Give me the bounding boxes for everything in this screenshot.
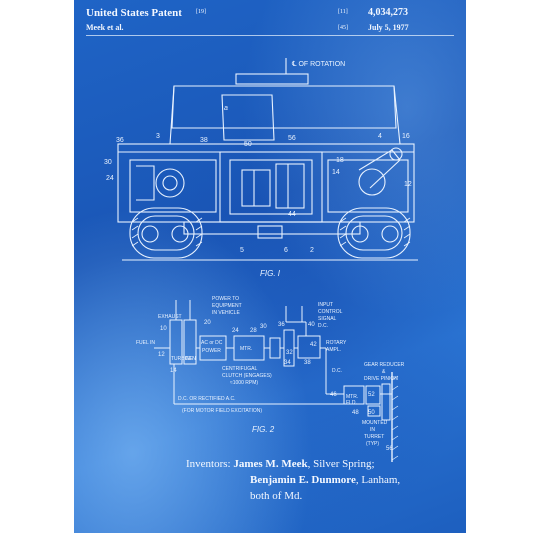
- fig2-clutch: CLUTCH (ENGAGES): [222, 373, 272, 379]
- fig2-in: IN: [370, 427, 375, 433]
- date-ref: [45]: [338, 25, 348, 31]
- fig2-drive-pinion: DRIVE PINION: [364, 376, 398, 382]
- fig2-control: CONTROL: [318, 309, 343, 315]
- fig1-caption: FIG. I: [260, 269, 281, 278]
- fig1-ref-a: a: [224, 105, 228, 112]
- fig2-ampl: AMPL.: [326, 347, 341, 353]
- fig1-ref-38: 38: [200, 137, 208, 144]
- fig1-ref-24: 24: [106, 175, 114, 182]
- fig2-gear-reducer: GEAR REDUCER: [364, 362, 405, 368]
- fig2-dc2: D.C.: [332, 368, 342, 374]
- fig2-in-vehicle: IN VEHICLE: [212, 310, 240, 316]
- fig2-rpm: ≈1000 RPM): [230, 380, 258, 386]
- inventors-label: Inventors:: [186, 458, 231, 470]
- inventor-2-location: , Lanham,: [355, 474, 401, 486]
- fig2-ref-38: 38: [304, 360, 311, 366]
- fig1-ref-30: 30: [104, 159, 112, 166]
- fig2-ref-36: 36: [278, 322, 285, 328]
- fig2-ref-20: 20: [204, 320, 211, 326]
- fig2-exhaust: EXHAUST: [158, 314, 182, 320]
- patent-date: July 5, 1977: [368, 23, 409, 32]
- fig2-gen: GEN: [185, 356, 196, 362]
- fig2-turret: TURRET: [364, 434, 384, 440]
- patent-author: Meek et al.: [86, 23, 124, 32]
- fig2-ref-50: 50: [368, 410, 375, 416]
- patent-ref: [11]: [338, 9, 348, 15]
- fig2-ref-40: 40: [308, 322, 315, 328]
- fig1-ref-12: 12: [404, 181, 412, 188]
- fig2-ref-24: 24: [232, 328, 239, 334]
- blueprint-sheet: United States Patent [19] [11] 4,034,273…: [74, 0, 466, 533]
- fig2-input: INPUT: [318, 302, 333, 308]
- fig2-ref-14: 14: [170, 368, 177, 374]
- fig2-ref-46: 46: [330, 392, 337, 398]
- fig2-fld: FLD.: [346, 400, 357, 406]
- fig1-ref-6: 6: [284, 247, 288, 254]
- patent-number: 4,034,273: [368, 7, 408, 18]
- fig2-acdc: AC or DC: [201, 340, 223, 346]
- inventors-state: both of Md.: [250, 490, 303, 502]
- header-rule: [86, 35, 454, 36]
- fig2-ref-56: 56: [386, 446, 393, 452]
- inventors-line-3: both of Md.: [250, 490, 302, 502]
- fig1-ref-4: 4: [378, 133, 382, 140]
- fig2-amp: &: [382, 369, 386, 375]
- inventor-1-location: , Silver Spring;: [307, 458, 375, 470]
- fig2-dc: D.C.: [318, 323, 328, 329]
- fig2-power: POWER: [202, 348, 221, 354]
- fig2-ref-52: 52: [368, 392, 375, 398]
- fig2-typ: (TYP): [366, 441, 379, 447]
- fig1-ref-14: 14: [332, 169, 340, 176]
- fig2-ref-34: 34: [284, 360, 291, 366]
- fig1-ref-2: 2: [310, 247, 314, 254]
- fig2-ref-32: 32: [286, 350, 293, 356]
- inventor-2-name: Benjamin E. Dunmore: [250, 474, 356, 486]
- fig1-ref-3: 3: [156, 133, 160, 140]
- fig2-ref-12: 12: [158, 352, 165, 358]
- fig2-equipment: EQUIPMENT: [212, 303, 242, 309]
- fig1-ref-16: 16: [402, 133, 410, 140]
- fig2-caption: FIG. 2: [252, 425, 275, 434]
- rotation-label: ℄ OF ROTATION: [292, 60, 345, 68]
- fig2-signal: SIGNAL: [318, 316, 337, 322]
- fig2-motor-field: (FOR MOTOR FIELD EXCITATION): [182, 408, 262, 414]
- inventors-line-2: Benjamin E. Dunmore, Lanham,: [250, 474, 400, 486]
- fig1-ref-18: 18: [336, 157, 344, 164]
- fig1-ref-44: 44: [288, 211, 296, 218]
- fig2-ref-42: 42: [310, 342, 317, 348]
- fig2-centrifugal: CENTRIFUGAL: [222, 366, 258, 372]
- fig2-power-to: POWER TO: [212, 296, 239, 302]
- patent-title: United States Patent: [86, 7, 182, 19]
- fig2-ref-10: 10: [160, 326, 167, 332]
- inventors-line-1: Inventors: James M. Meek, Silver Spring;: [186, 458, 375, 470]
- fig1-ref-5: 5: [240, 247, 244, 254]
- fig1-ref-56: 56: [288, 135, 296, 142]
- fig1-ref-36: 36: [116, 137, 124, 144]
- fig2-mounted: MOUNTED: [362, 420, 388, 426]
- fig2-ref-48: 48: [352, 410, 359, 416]
- fig2-rotary: ROTARY: [326, 340, 347, 346]
- fig2-mtr2: MTR.: [346, 394, 358, 400]
- fig1-ref-50: 50: [244, 141, 252, 148]
- fig2-turbine: TURBINE: [171, 356, 194, 362]
- fig2-ref-30: 30: [260, 324, 267, 330]
- fig1-drawing: ℄ OF ROTATION a 3 38 36 30 24 50 56 4 16…: [104, 58, 418, 278]
- inventor-1-name: James M. Meek: [233, 458, 308, 470]
- fig2-drawing: FUEL IN EXHAUST TURBINE GEN POWER TO EQU…: [136, 296, 405, 462]
- fig2-ref-28: 28: [250, 328, 257, 334]
- fig2-dc-rect: D.C. OR RECTIFIED A.C.: [178, 396, 236, 402]
- title-ref: [19]: [196, 9, 206, 15]
- fig2-fuel: FUEL IN: [136, 340, 155, 346]
- fig2-mtr: MTR.: [240, 346, 252, 352]
